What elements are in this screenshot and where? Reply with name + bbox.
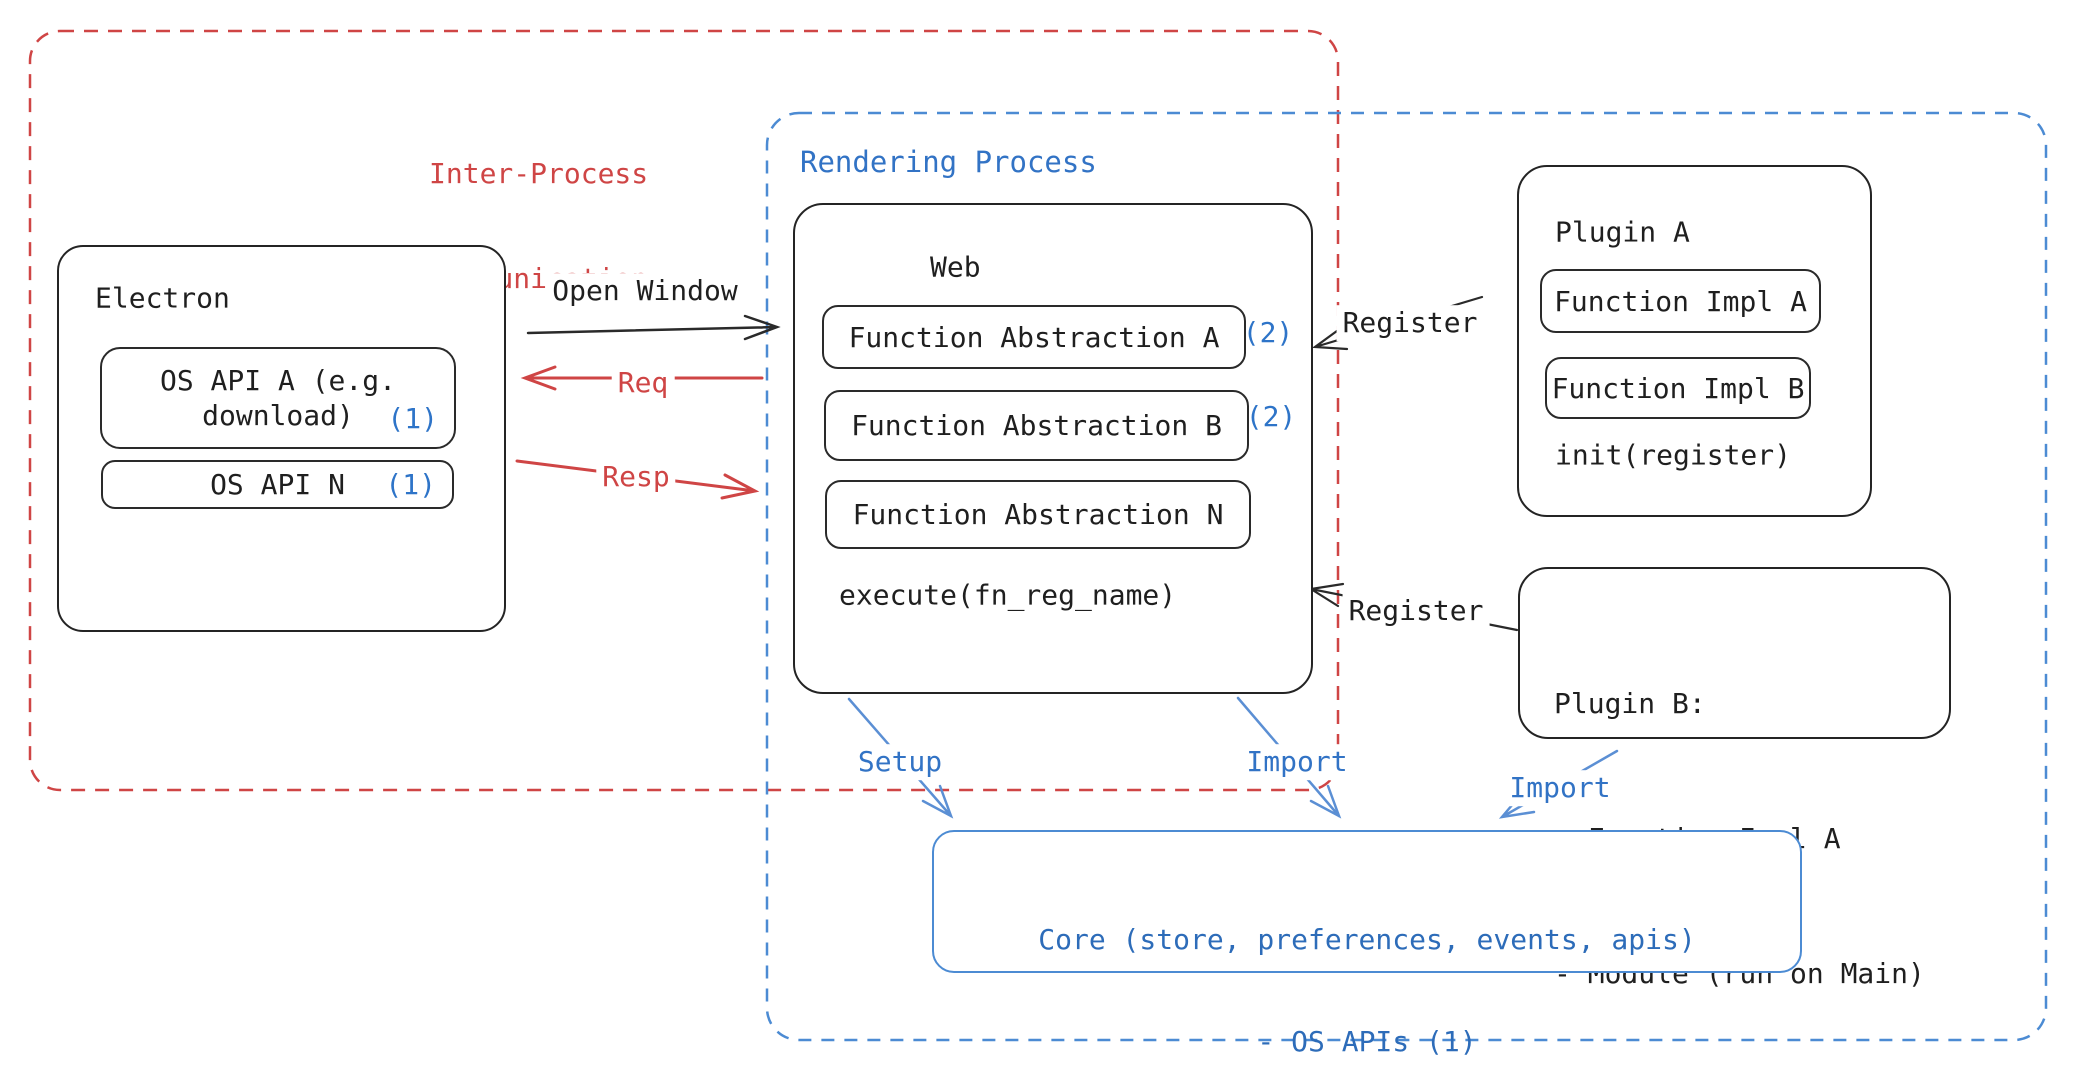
plugin-b-box: Plugin B: - Function Impl A - Module (ru…: [1518, 567, 1951, 990]
function-abstraction-b-badge: (2): [1245, 400, 1297, 434]
plugin-a-box: Plugin A Function Impl A Function Impl B…: [1517, 165, 1872, 517]
function-abstraction-b-box: Function Abstraction B: [824, 390, 1249, 461]
resp-label: Resp: [596, 459, 676, 495]
import-right-label: Import: [1503, 770, 1617, 806]
register-top-label: Register: [1336, 305, 1484, 341]
os-api-a-box: OS API A (e.g. download) (1): [100, 347, 456, 449]
import-left-label: Import: [1240, 744, 1354, 780]
function-abstraction-n-label: Function Abstraction N: [852, 498, 1224, 531]
os-api-n-box: OS API N (1): [101, 460, 454, 509]
register-bottom-label: Register: [1342, 593, 1490, 629]
function-abstraction-b-label: Function Abstraction B: [851, 409, 1222, 442]
function-abstraction-a-label: Function Abstraction A: [848, 320, 1220, 354]
init-register-label: init(register): [1555, 438, 1792, 472]
function-impl-b-label: Function Impl B: [1551, 371, 1805, 405]
plugin-b-line3: - Module (run on Main): [1554, 957, 1925, 990]
web-title: Web: [930, 250, 981, 284]
open-window-arrow: [526, 314, 781, 341]
ipc-dashed-boundary: [28, 29, 1340, 792]
function-impl-a-box: Function Impl A: [1540, 269, 1821, 333]
core-line1: Core (store, preferences, events, apis): [1038, 923, 1696, 956]
os-api-a-line2: download): [202, 399, 354, 432]
plugin-a-title: Plugin A: [1555, 215, 1690, 249]
function-abstraction-a-badge: (2): [1242, 316, 1294, 350]
os-api-n-badge: (1): [385, 468, 436, 501]
rendering-process-label: Rendering Process: [800, 145, 1097, 179]
function-abstraction-n-box: Function Abstraction N: [825, 480, 1251, 549]
core-line2: - OS APIs (1): [1257, 1025, 1477, 1058]
web-box: Web Function Abstraction A Function Abst…: [793, 203, 1313, 694]
os-api-n-label: OS API N: [210, 468, 345, 501]
os-api-a-badge: (1): [387, 402, 438, 435]
ipc-label-line1: Inter-Process: [429, 157, 649, 190]
function-abstraction-a-box: Function Abstraction A: [822, 305, 1246, 369]
execute-label: execute(fn_reg_name): [839, 578, 1177, 612]
function-impl-b-box: Function Impl B: [1545, 357, 1811, 419]
function-impl-a-label: Function Impl A: [1554, 284, 1807, 318]
req-label: Req: [611, 365, 675, 401]
electron-title: Electron: [95, 281, 230, 315]
rendering-process-dashed-boundary: [765, 111, 2048, 1042]
setup-label: Setup: [851, 744, 949, 780]
core-box: Core (store, preferences, events, apis) …: [932, 830, 1802, 1058]
open-window-label: Open Window: [546, 273, 744, 309]
plugin-b-line1: Plugin B:: [1554, 687, 1706, 720]
electron-box: Electron OS API A (e.g. download) (1) OS…: [57, 245, 506, 632]
os-api-a-line1: OS API A (e.g.: [159, 364, 396, 397]
